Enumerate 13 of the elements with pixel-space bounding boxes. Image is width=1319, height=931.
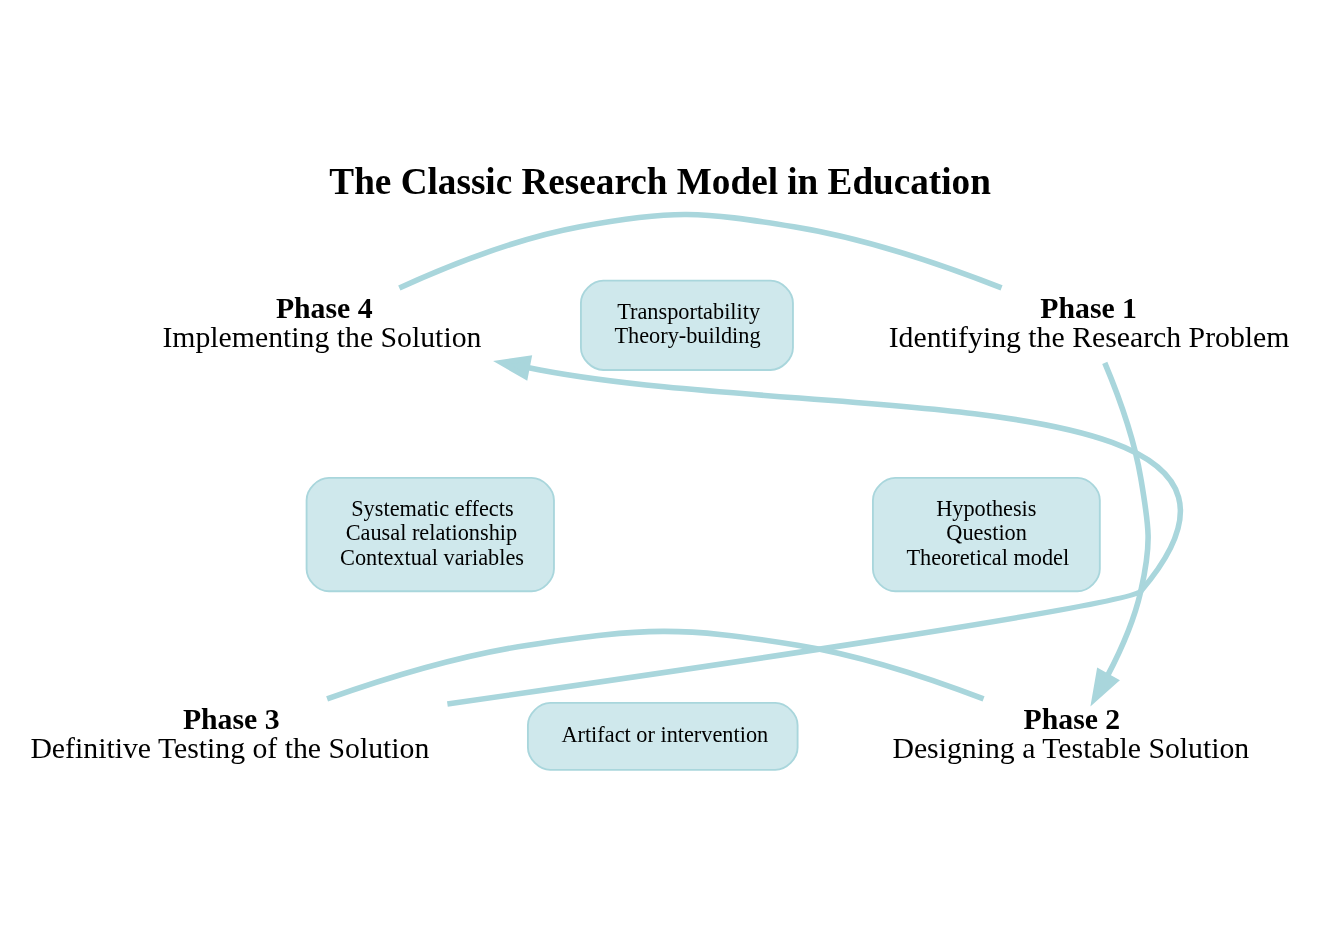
connector <box>326 628 985 702</box>
arrow <box>1090 361 1151 706</box>
node-box: Hypothesis Question Theoretical model <box>872 476 1101 592</box>
connector <box>398 211 1003 291</box>
node-box: Artifact or intervention <box>527 701 799 771</box>
node-text: Phase 4 Implementing the Solution <box>162 290 482 353</box>
node-text: Phase 3 Definitive Testing of the Solution <box>30 701 430 764</box>
node-box: Transportability Theory-building <box>580 279 794 371</box>
node-text: Phase 2 Designing a Testable Solution <box>892 701 1250 764</box>
diagram-title: The Classic Research Model in Education <box>329 160 991 202</box>
node-text: Phase 1 Identifying the Research Problem <box>888 290 1290 353</box>
node-box: Systematic effects Causal relationship Contextual variables <box>305 476 555 592</box>
arrow <box>447 354 1183 707</box>
